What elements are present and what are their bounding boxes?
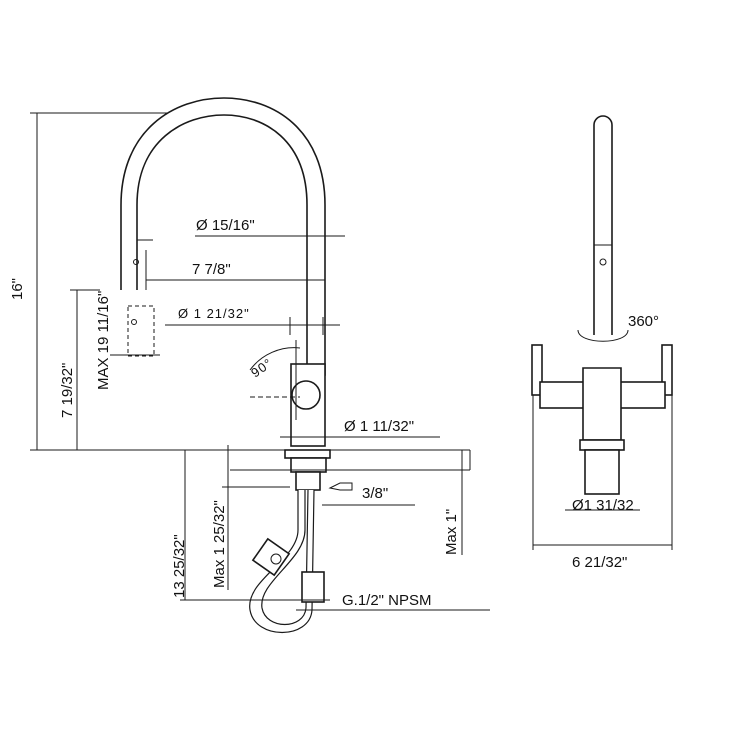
thread-label: G.1/2" NPSM <box>342 592 432 609</box>
sprayhead-diameter-label: Ø 1 21/32" <box>178 306 250 321</box>
max-deck-label: Max 1" <box>443 509 460 555</box>
base-diameter-label: Ø1 31/32 <box>572 497 634 514</box>
height-total-label: 16" <box>9 278 26 300</box>
handle-span-label: 6 21/32" <box>572 554 627 571</box>
handle-angle-label: 90° <box>248 355 275 380</box>
side-spray-button <box>599 258 607 266</box>
spout-reach-label: 7 7/8" <box>192 261 231 278</box>
hose-fitting <box>301 571 325 603</box>
hose-weight-clip <box>270 553 282 565</box>
rotation-arrow <box>577 329 629 342</box>
deck-flange <box>284 449 331 459</box>
max-shank-label: Max 1 25/32" <box>211 500 228 588</box>
braided-hose-inner <box>261 489 309 626</box>
handle-hub <box>291 380 321 410</box>
shank <box>295 471 321 491</box>
side-spout <box>593 115 613 335</box>
shank-length-label: 13 25/32" <box>171 534 188 598</box>
side-body <box>582 367 622 441</box>
right-handle-lever <box>661 344 673 396</box>
body-diameter-label: Ø 1 11/32" <box>344 418 414 435</box>
spout-height-label: 7 19/32" <box>59 363 76 418</box>
pulled-spray-head <box>127 305 155 357</box>
side-flange <box>579 439 625 451</box>
front-view: 16" 7 19/32" MAX 19 11/16" Ø 15/16" 7 7/… <box>9 97 490 633</box>
side-view: 360° Ø1 31/32 6 21/32" <box>531 115 673 571</box>
left-handle-lever <box>531 344 543 396</box>
handle-angle-arc <box>249 347 301 371</box>
spout-diameter-label: Ø 15/16" <box>196 217 255 234</box>
pulled-spray-button <box>131 319 137 325</box>
max-height-label: MAX 19 11/16" <box>95 291 112 390</box>
spout-gooseneck <box>120 97 326 376</box>
wrench-icon <box>328 482 353 491</box>
spray-head-button <box>133 259 139 265</box>
hose-connection-label: 3/8" <box>362 485 388 502</box>
side-shank <box>584 449 620 495</box>
rotation-label: 360° <box>628 313 659 330</box>
